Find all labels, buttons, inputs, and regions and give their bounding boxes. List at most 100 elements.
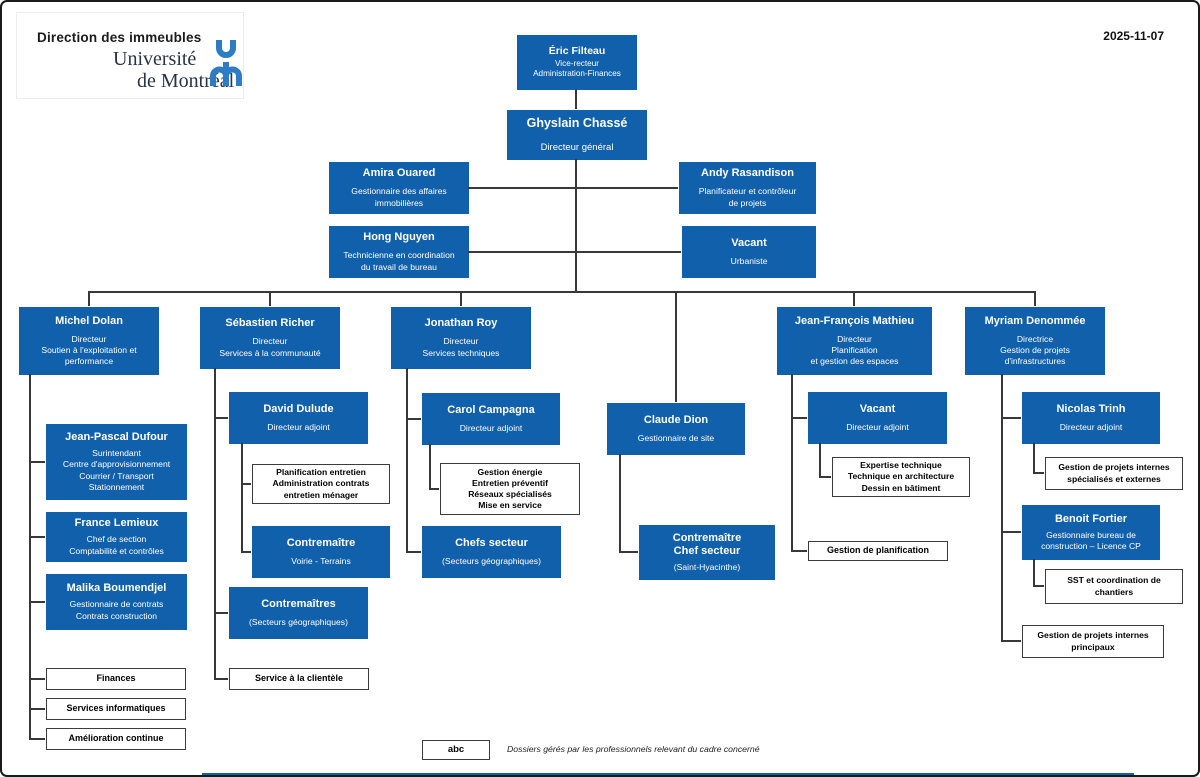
dossier-sst-chantiers: SST et coordination de chantiers xyxy=(1045,569,1183,604)
node-role: Voirie - Terrains xyxy=(291,556,351,566)
node-name: Vacant xyxy=(731,236,767,249)
node-role: Directeur Services techniques xyxy=(422,336,500,358)
org-node-contremaitre-chef-secteur: Contremaître Chef secteur (Saint-Hyacint… xyxy=(639,525,775,580)
node-role: Directeur adjoint xyxy=(267,422,330,432)
connector-line xyxy=(819,476,831,478)
node-name: Ghyslain Chassé xyxy=(526,115,628,130)
connector-line xyxy=(853,291,855,306)
org-node-vacant-urbaniste: Vacant Urbaniste xyxy=(682,226,816,278)
node-name: France Lemieux xyxy=(74,517,159,530)
node-name: Jonathan Roy xyxy=(424,317,498,330)
node-role: Directeur Planification et gestion des e… xyxy=(810,333,899,367)
org-node-sebastien-richer: Sébastien Richer Directeur Services à la… xyxy=(200,307,340,369)
connector-line xyxy=(29,678,45,680)
node-role: Vice-recteur Administration-Finances xyxy=(533,58,621,79)
node-role: Surintendant Centre d'approvisionnement … xyxy=(62,448,171,492)
connector-line xyxy=(1001,417,1021,419)
connector-line xyxy=(29,536,45,538)
org-node-myriam-denommee: Myriam Denommée Directrice Gestion de pr… xyxy=(965,307,1105,375)
connector-line xyxy=(675,291,677,402)
connector-line xyxy=(429,444,431,488)
connector-line xyxy=(88,291,90,306)
dossier-finances: Finances xyxy=(46,668,186,690)
node-role: (Saint-Hyacinthe) xyxy=(673,561,741,572)
node-role: Directeur Soutien à l'exploitation et pe… xyxy=(41,333,137,367)
connector-line xyxy=(406,368,408,551)
connector-line xyxy=(29,374,31,738)
org-node-claude-dion: Claude Dion Gestionnaire de site xyxy=(607,403,745,455)
connector-line xyxy=(29,738,45,740)
node-role: Gestionnaire bureau de construction – Li… xyxy=(1041,529,1141,552)
dossier-gestion-planification: Gestion de planification xyxy=(808,541,948,561)
connector-line xyxy=(1033,585,1044,587)
node-name: David Dulude xyxy=(263,402,334,415)
connector-line xyxy=(214,417,228,419)
node-name: Malika Boumendjel xyxy=(66,582,167,595)
node-role: Technicienne en coordination du travail … xyxy=(343,250,455,272)
connector-line xyxy=(1033,559,1035,585)
node-name: Jean-François Mathieu xyxy=(794,314,915,327)
org-node-france-lemieux: France Lemieux Chef de section Comptabil… xyxy=(46,512,187,562)
org-node-david-dulude: David Dulude Directeur adjoint xyxy=(229,392,368,444)
node-role: Directeur général xyxy=(540,141,614,153)
node-role: Urbaniste xyxy=(730,256,768,266)
node-role: Directeur adjoint xyxy=(459,423,523,433)
org-node-amira-ouared: Amira Ouared Gestionnaire des affaires i… xyxy=(329,162,469,214)
connector-line xyxy=(791,374,793,550)
node-role: Gestionnaire des affaires immobilières xyxy=(351,186,447,208)
connector-line xyxy=(619,551,638,553)
udem-wordmark-line1: Université xyxy=(113,48,197,70)
org-node-michel-dolan: Michel Dolan Directeur Soutien à l'explo… xyxy=(19,307,159,375)
connector-line xyxy=(29,601,45,603)
dossier-amelioration-continue: Amélioration continue xyxy=(46,728,186,750)
connector-line xyxy=(429,488,439,490)
node-name: Michel Dolan xyxy=(55,314,123,327)
connector-line xyxy=(1001,640,1021,642)
legend-sample-box: abc xyxy=(422,740,490,760)
node-role: Directeur adjoint xyxy=(1059,422,1123,432)
connector-line xyxy=(468,251,681,253)
node-role: (Secteurs géographiques) xyxy=(249,617,348,627)
node-name: Jean-Pascal Dufour xyxy=(65,431,168,444)
connector-line xyxy=(1001,531,1021,533)
connector-line xyxy=(241,483,251,485)
connector-line xyxy=(460,291,462,306)
org-node-jean-francois-mathieu: Jean-François Mathieu Directeur Planific… xyxy=(777,307,932,375)
node-name: Sébastien Richer xyxy=(225,317,315,330)
connector-line xyxy=(406,418,421,420)
page-title: Direction des immeubles xyxy=(37,30,202,45)
node-role: (Secteurs géographiques) xyxy=(442,556,541,566)
connector-line xyxy=(1034,291,1036,306)
org-node-andy-rasandison: Andy Rasandison Planificateur et contrôl… xyxy=(679,162,816,214)
dossier-projets-internes-specialises: Gestion de projets internes spécialisés … xyxy=(1045,457,1183,490)
org-node-nicolas-trinh: Nicolas Trinh Directeur adjoint xyxy=(1022,392,1160,444)
connector-line xyxy=(575,159,577,291)
node-name: Amira Ouared xyxy=(362,167,436,180)
org-node-jean-pascal-dufour: Jean-Pascal Dufour Surintendant Centre d… xyxy=(46,424,187,500)
dossier-projets-internes-principaux: Gestion de projets internes principaux xyxy=(1022,625,1164,658)
legend-text: Dossiers gérés par les professionnels re… xyxy=(507,744,760,754)
node-role: Chef de section Comptabilité et contrôle… xyxy=(69,534,164,556)
connector-line xyxy=(241,551,251,553)
node-name: Nicolas Trinh xyxy=(1056,402,1126,415)
dossier-planification-entretien: Planification entretien Administration c… xyxy=(252,464,390,504)
node-role: Directeur Services à la communauté xyxy=(219,336,321,358)
node-name: Myriam Denommée xyxy=(984,314,1086,327)
connector-line xyxy=(406,551,421,553)
dossier-service-clientele: Service à la clientèle xyxy=(229,668,369,690)
node-role: Gestionnaire de site xyxy=(637,433,715,443)
node-name: Chefs secteur xyxy=(455,536,528,549)
org-node-eric-filteau: Éric Filteau Vice-recteur Administration… xyxy=(517,35,637,90)
node-role: Directeur adjoint xyxy=(846,422,909,432)
connector-line xyxy=(241,443,243,551)
dossier-expertise-technique: Expertise technique Technique en archite… xyxy=(832,457,970,497)
connector-line xyxy=(1033,472,1044,474)
connector-line xyxy=(269,291,271,306)
connector-line xyxy=(619,454,621,551)
connector-line xyxy=(575,89,577,109)
org-node-chefs-secteur: Chefs secteur (Secteurs géographiques) xyxy=(422,526,561,578)
node-name: Contremaîtres xyxy=(261,597,336,610)
node-name: Contremaître xyxy=(286,536,356,549)
node-role: Gestionnaire de contrats Contrats constr… xyxy=(69,599,164,621)
